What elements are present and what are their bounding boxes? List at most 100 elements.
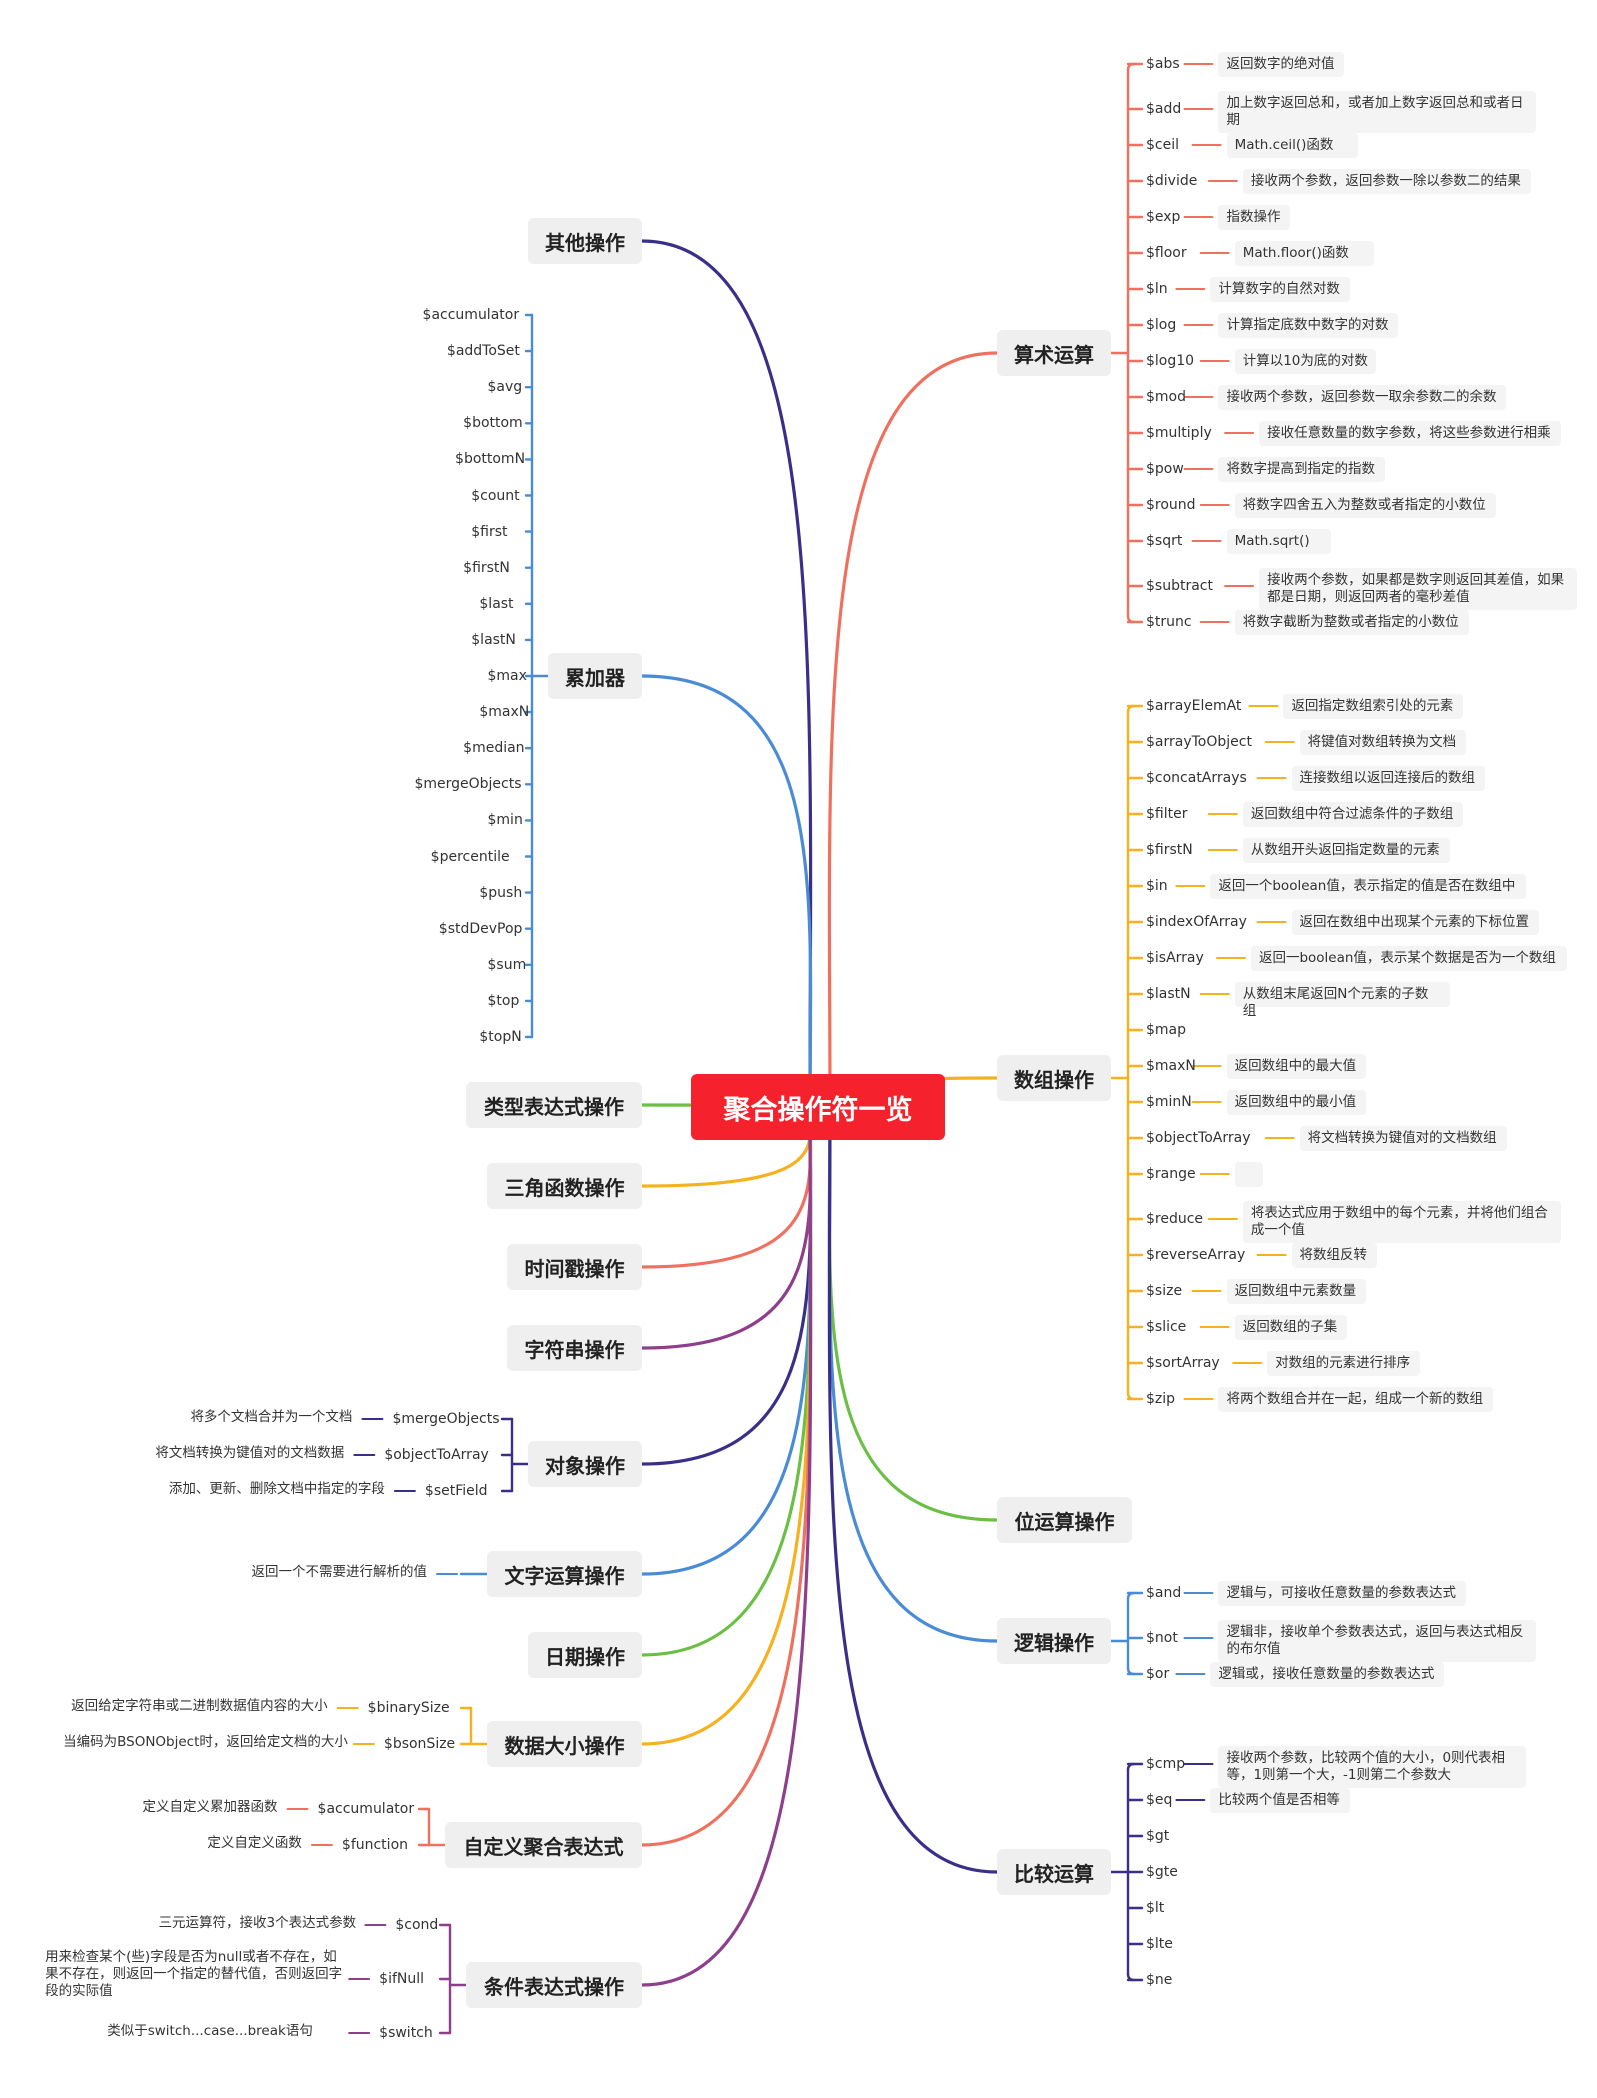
accum-item-16[interactable]: $push xyxy=(479,884,523,901)
item-logic-2[interactable]: $or xyxy=(1146,1666,1170,1682)
branch-type[interactable]: 类型表达式操作 xyxy=(466,1082,642,1128)
branch-other[interactable]: 其他操作 xyxy=(528,218,642,264)
accum-item-20[interactable]: $topN xyxy=(479,1029,522,1045)
item-array-3[interactable]: $filter xyxy=(1146,806,1188,822)
accum-item-15[interactable]: $percentile xyxy=(430,848,510,865)
item-arith-9[interactable]: $mod xyxy=(1146,389,1186,405)
item-custom-1[interactable]: $function xyxy=(341,1837,409,1853)
item-arith-5[interactable]: $floor xyxy=(1146,245,1187,261)
branch-timestamp[interactable]: 时间戳操作 xyxy=(507,1244,642,1290)
item-array-9[interactable]: $map xyxy=(1146,1022,1187,1038)
item-arith-12[interactable]: $round xyxy=(1146,497,1196,513)
accum-item-14[interactable]: $min xyxy=(487,812,523,829)
item-arith-6[interactable]: $ln xyxy=(1146,281,1168,297)
accum-item-3[interactable]: $bottom xyxy=(463,415,523,432)
item-arith-14[interactable]: $subtract xyxy=(1146,578,1213,594)
accum-item-19[interactable]: $top xyxy=(487,992,520,1009)
accum-item-5[interactable]: $count xyxy=(471,487,520,504)
item-array-2[interactable]: $concatArrays xyxy=(1146,770,1247,786)
desc-cmp-1: 比较两个值是否相等 xyxy=(1210,1788,1350,1813)
accum-item-9[interactable]: $lastN xyxy=(471,631,516,648)
item-arith-10[interactable]: $multiply xyxy=(1146,425,1212,441)
item-arith-8[interactable]: $log10 xyxy=(1146,353,1195,369)
item-arith-1[interactable]: $add xyxy=(1146,101,1182,117)
item-arith-15[interactable]: $trunc xyxy=(1146,614,1192,630)
branch-array[interactable]: 数组操作 xyxy=(997,1055,1111,1101)
item-cmp-1[interactable]: $eq xyxy=(1146,1792,1173,1808)
item-arith-7[interactable]: $log xyxy=(1146,317,1177,333)
item-cmp-0[interactable]: $cmp xyxy=(1146,1756,1186,1772)
item-array-0[interactable]: $arrayElemAt xyxy=(1146,698,1242,714)
branch-accum[interactable]: 累加器 xyxy=(548,653,642,699)
root-node[interactable]: 聚合操作符一览 xyxy=(691,1074,945,1140)
branch-cmp[interactable]: 比较运算 xyxy=(997,1849,1111,1895)
item-cmp-6[interactable]: $ne xyxy=(1146,1972,1173,1988)
item-array-4[interactable]: $firstN xyxy=(1146,842,1193,858)
item-array-10[interactable]: $maxN xyxy=(1146,1058,1196,1074)
branch-datasize[interactable]: 数据大小操作 xyxy=(487,1721,642,1767)
item-datasize-0[interactable]: $binarySize xyxy=(367,1700,450,1716)
item-cond-0[interactable]: $cond xyxy=(395,1917,439,1933)
item-array-19[interactable]: $zip xyxy=(1146,1391,1176,1407)
accum-item-18[interactable]: $sum xyxy=(487,956,527,973)
accum-item-13[interactable]: $mergeObjects xyxy=(414,776,522,793)
desc-array-2: 连接数组以返回连接后的数组 xyxy=(1291,766,1486,791)
item-logic-0[interactable]: $and xyxy=(1146,1585,1182,1601)
item-array-1[interactable]: $arrayToObject xyxy=(1146,734,1252,750)
accum-item-12[interactable]: $median xyxy=(463,740,525,757)
item-cmp-2[interactable]: $gt xyxy=(1146,1828,1170,1844)
item-array-5[interactable]: $in xyxy=(1146,878,1168,894)
item-array-6[interactable]: $indexOfArray xyxy=(1146,914,1247,930)
branch-logic[interactable]: 逻辑操作 xyxy=(997,1618,1111,1664)
item-cmp-5[interactable]: $lte xyxy=(1146,1936,1173,1952)
item-arith-4[interactable]: $exp xyxy=(1146,209,1181,225)
item-arith-13[interactable]: $sqrt xyxy=(1146,533,1183,549)
desc-array-11: 返回数组中的最小值 xyxy=(1226,1090,1367,1115)
item-arith-0[interactable]: $abs xyxy=(1146,56,1180,72)
item-cond-1[interactable]: $ifNull xyxy=(379,1971,425,1987)
desc-object-2: 添加、更新、删除文档中指定的字段 xyxy=(168,1481,385,1497)
branch-trig[interactable]: 三角函数操作 xyxy=(487,1163,642,1209)
item-arith-2[interactable]: $ceil xyxy=(1146,137,1179,153)
accum-item-1[interactable]: $addToSet xyxy=(446,343,520,360)
accum-item-2[interactable]: $avg xyxy=(487,379,523,396)
branch-literal[interactable]: 文字运算操作 xyxy=(487,1551,642,1597)
branch-cond[interactable]: 条件表达式操作 xyxy=(466,1962,642,2008)
item-array-18[interactable]: $sortArray xyxy=(1146,1355,1220,1371)
item-logic-1[interactable]: $not xyxy=(1146,1630,1178,1646)
branch-arith[interactable]: 算术运算 xyxy=(997,330,1111,376)
accum-item-8[interactable]: $last xyxy=(479,595,514,612)
item-arith-11[interactable]: $pow xyxy=(1146,461,1184,477)
item-object-0[interactable]: $mergeObjects xyxy=(392,1411,500,1427)
item-cmp-3[interactable]: $gte xyxy=(1146,1864,1178,1880)
item-custom-0[interactable]: $accumulator xyxy=(317,1801,415,1817)
item-datasize-1[interactable]: $bsonSize xyxy=(383,1736,456,1752)
branch-custom[interactable]: 自定义聚合表达式 xyxy=(445,1822,642,1868)
desc-array-0: 返回指定数组索引处的元素 xyxy=(1283,694,1464,719)
branch-date[interactable]: 日期操作 xyxy=(528,1632,642,1678)
item-object-2[interactable]: $setField xyxy=(424,1483,488,1499)
item-array-14[interactable]: $reduce xyxy=(1146,1211,1204,1227)
item-array-15[interactable]: $reverseArray xyxy=(1146,1247,1246,1263)
accum-item-11[interactable]: $maxN xyxy=(479,704,530,721)
item-array-8[interactable]: $lastN xyxy=(1146,986,1191,1002)
item-cmp-4[interactable]: $lt xyxy=(1146,1900,1165,1916)
item-array-13[interactable]: $range xyxy=(1146,1166,1196,1182)
item-array-12[interactable]: $objectToArray xyxy=(1146,1130,1251,1146)
item-array-7[interactable]: $isArray xyxy=(1146,950,1204,966)
accum-item-17[interactable]: $stdDevPop xyxy=(438,920,523,937)
accum-item-7[interactable]: $firstN xyxy=(463,559,510,576)
accum-item-10[interactable]: $max xyxy=(487,668,527,684)
item-array-11[interactable]: $minN xyxy=(1146,1094,1192,1110)
branch-string[interactable]: 字符串操作 xyxy=(507,1325,642,1371)
item-arith-3[interactable]: $divide xyxy=(1146,173,1198,189)
item-cond-2[interactable]: $switch xyxy=(379,2025,433,2041)
item-object-1[interactable]: $objectToArray xyxy=(384,1447,489,1463)
branch-bit[interactable]: 位运算操作 xyxy=(997,1497,1132,1543)
branch-object[interactable]: 对象操作 xyxy=(528,1441,642,1487)
item-array-16[interactable]: $size xyxy=(1146,1283,1183,1299)
accum-item-0[interactable]: $accumulator xyxy=(422,307,520,323)
accum-item-4[interactable]: $bottomN xyxy=(455,451,526,468)
item-array-17[interactable]: $slice xyxy=(1146,1319,1187,1335)
accum-item-6[interactable]: $first xyxy=(471,523,508,540)
